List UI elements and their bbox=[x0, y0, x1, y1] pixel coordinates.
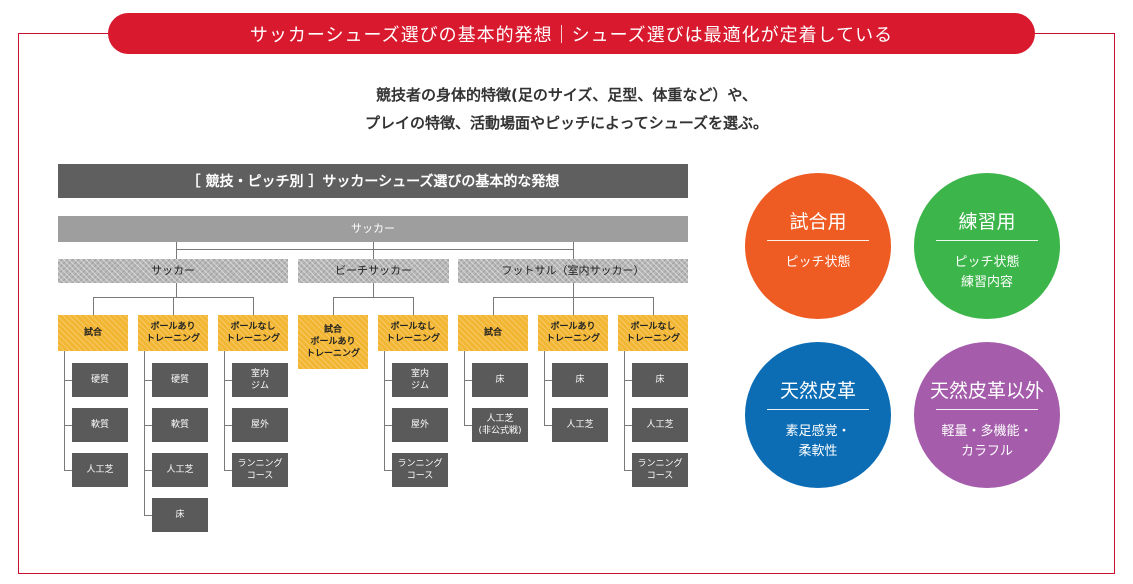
group-soccer-ball-training: ボールありトレーニング bbox=[138, 315, 208, 351]
connector-line bbox=[373, 249, 374, 259]
circle-natural-leather: 天然皮革 素足感覚・柔軟性 bbox=[745, 342, 891, 488]
category-soccer: サッカー bbox=[58, 259, 288, 283]
connector-line bbox=[176, 242, 177, 249]
connector-line bbox=[573, 283, 574, 297]
leaf-surface: 屋外 bbox=[232, 408, 288, 442]
leaf-surface: ランニングコース bbox=[632, 453, 688, 487]
connector-line bbox=[384, 351, 385, 470]
leaf-surface: 硬質 bbox=[72, 363, 128, 397]
circle-subtitle: ピッチ状態練習内容 bbox=[954, 255, 1020, 290]
circle-title: 天然皮革以外 bbox=[929, 380, 1044, 402]
circle-subtitle: 素足感覚・柔軟性 bbox=[785, 424, 851, 459]
connector-line bbox=[253, 297, 254, 315]
connector-line bbox=[544, 425, 552, 426]
connector-line bbox=[573, 242, 574, 249]
leaf-surface: 室内ジム bbox=[232, 363, 288, 397]
circle-subtitle: ピッチ状態 bbox=[785, 255, 851, 270]
leaf-surface: ランニングコース bbox=[392, 453, 448, 487]
connector-line bbox=[573, 249, 574, 259]
category-futsal: フットサル（室内サッカー） bbox=[458, 259, 688, 283]
circle-title: 練習用 bbox=[958, 211, 1016, 233]
leaf-surface: 人工芝(非公式戦) bbox=[472, 408, 528, 442]
connector-line bbox=[413, 297, 414, 315]
group-futsal-ball-training: ボールありトレーニング bbox=[538, 315, 608, 351]
connector-line bbox=[333, 297, 414, 298]
category-beach-soccer: ビーチサッカー bbox=[298, 259, 449, 283]
connector-line bbox=[624, 470, 632, 471]
leaf-surface: 室内ジム bbox=[392, 363, 448, 397]
leaf-surface: 床 bbox=[552, 363, 608, 397]
connector-line bbox=[464, 351, 465, 425]
connector-line bbox=[224, 380, 232, 381]
connector-line bbox=[173, 297, 174, 315]
circle-divider bbox=[767, 240, 869, 241]
leaf-surface: 人工芝 bbox=[552, 408, 608, 442]
group-futsal-no-ball-training: ボールなしトレーニング bbox=[618, 315, 688, 351]
connector-line bbox=[653, 297, 654, 315]
connector-line bbox=[464, 425, 472, 426]
group-futsal-match: 試合 bbox=[458, 315, 528, 351]
connector-line bbox=[384, 470, 392, 471]
lead-text-line-1: 競技者の身体的特徴(足のサイズ、足型、体重など）や、 bbox=[376, 86, 757, 104]
connector-line bbox=[333, 297, 334, 315]
group-beach-no-ball-training: ボールなしトレーニング bbox=[378, 315, 448, 351]
page-banner: サッカーシューズ選びの基本的発想｜シューズ選びは最適化が定着している bbox=[108, 13, 1035, 54]
circle-title: 試合用 bbox=[789, 211, 847, 233]
connector-line bbox=[64, 351, 65, 470]
connector-line bbox=[144, 425, 152, 426]
connector-line bbox=[373, 283, 374, 297]
group-soccer-no-ball-training: ボールなしトレーニング bbox=[218, 315, 288, 351]
connector-line bbox=[224, 351, 225, 470]
group-beach-match-ball-training: 試合ボールありトレーニング bbox=[298, 315, 368, 369]
connector-line bbox=[224, 425, 232, 426]
circle-subtitle: 軽量・多機能・カラフル bbox=[941, 424, 1033, 459]
leaf-surface: 人工芝 bbox=[152, 453, 208, 487]
circle-divider bbox=[767, 409, 869, 410]
leaf-surface: 床 bbox=[472, 363, 528, 397]
connector-line bbox=[373, 242, 374, 249]
leaf-surface: 軟質 bbox=[72, 408, 128, 442]
connector-line bbox=[176, 249, 177, 259]
connector-line bbox=[64, 470, 72, 471]
connector-line bbox=[384, 380, 392, 381]
connector-line bbox=[624, 351, 625, 470]
leaf-surface: ランニングコース bbox=[232, 453, 288, 487]
connector-line bbox=[224, 470, 232, 471]
connector-line bbox=[544, 380, 552, 381]
leaf-surface: 床 bbox=[152, 498, 208, 532]
connector-line bbox=[144, 515, 152, 516]
connector-line bbox=[464, 380, 472, 381]
connector-line bbox=[144, 380, 152, 381]
connector-line bbox=[573, 297, 574, 315]
connector-line bbox=[144, 470, 152, 471]
lead-text-line-2: プレイの特徴、活動場面やピッチによってシューズを選ぶ。 bbox=[364, 114, 769, 132]
connector-line bbox=[624, 380, 632, 381]
leaf-surface: 床 bbox=[632, 363, 688, 397]
leaf-surface: 軟質 bbox=[152, 408, 208, 442]
leaf-surface: 硬質 bbox=[152, 363, 208, 397]
circle-match-use: 試合用 ピッチ状態 bbox=[745, 173, 891, 319]
connector-line bbox=[176, 283, 177, 297]
circle-divider bbox=[936, 240, 1038, 241]
leaf-surface: 屋外 bbox=[392, 408, 448, 442]
circle-practice-use: 練習用 ピッチ状態練習内容 bbox=[914, 173, 1060, 319]
leaf-surface: 人工芝 bbox=[72, 453, 128, 487]
connector-line bbox=[144, 351, 145, 515]
connector-line bbox=[544, 351, 545, 425]
connector-line bbox=[176, 249, 574, 250]
group-soccer-match: 試合 bbox=[58, 315, 128, 351]
diagram-title: ［ 競技・ピッチ別 ］サッカーシューズ選びの基本的な発想 bbox=[58, 164, 688, 198]
connector-line bbox=[384, 425, 392, 426]
connector-line bbox=[64, 380, 72, 381]
circle-non-natural-leather: 天然皮革以外 軽量・多機能・カラフル bbox=[914, 342, 1060, 488]
connector-line bbox=[624, 425, 632, 426]
connector-line bbox=[64, 425, 72, 426]
connector-line bbox=[493, 297, 494, 315]
circle-divider bbox=[936, 409, 1038, 410]
leaf-surface: 人工芝 bbox=[632, 408, 688, 442]
circle-title: 天然皮革 bbox=[779, 380, 856, 402]
connector-line bbox=[93, 297, 94, 315]
tree-root: サッカー bbox=[58, 216, 688, 242]
